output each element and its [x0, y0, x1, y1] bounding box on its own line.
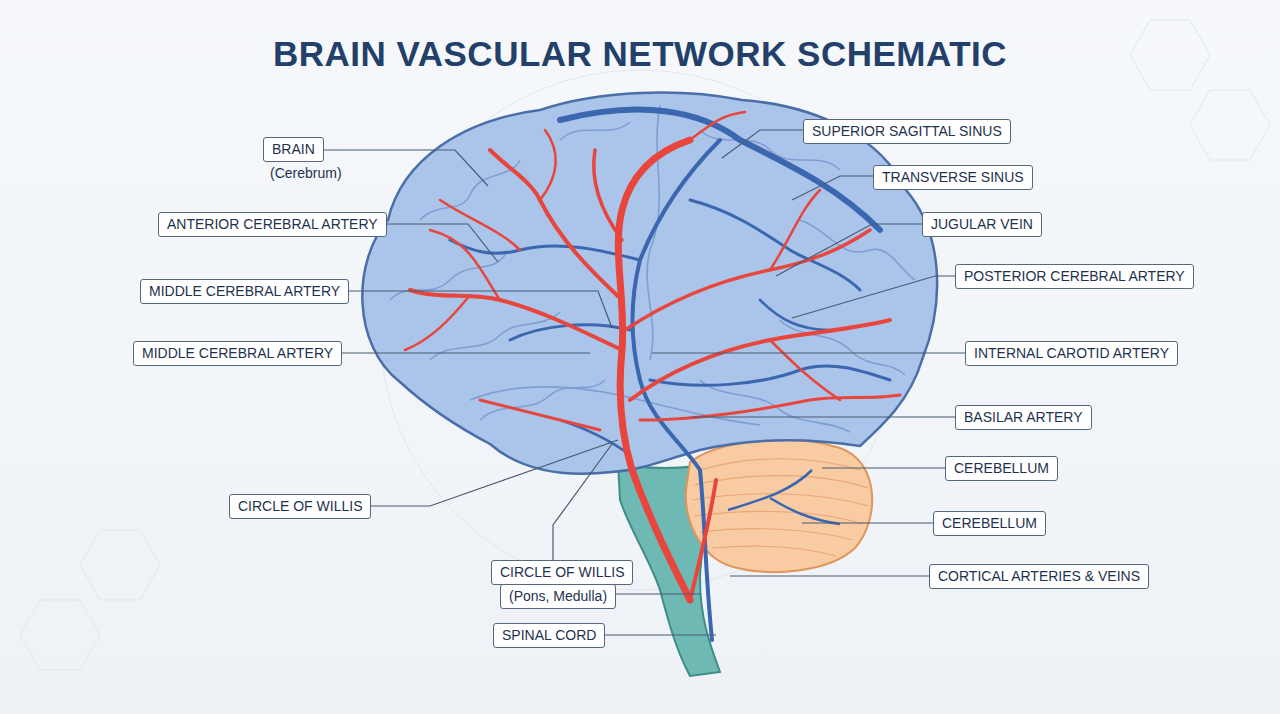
label-box: CORTICAL ARTERIES & VEINS	[929, 564, 1149, 589]
label-box: CIRCLE OF WILLIS	[229, 494, 371, 519]
basilar-artery	[690, 480, 716, 600]
hexagon	[20, 600, 100, 670]
cerebellar-vein	[728, 470, 840, 524]
label-box: ANTERIOR CEREBRAL ARTERY	[158, 212, 387, 237]
artery	[690, 112, 745, 140]
label-box: CEREBELLUM	[933, 511, 1046, 536]
artery	[594, 150, 622, 240]
artery	[405, 295, 470, 350]
artery	[410, 290, 622, 350]
artery	[430, 230, 500, 300]
label-text: ANTERIOR CEREBRAL ARTERY	[167, 216, 378, 233]
label-text: CORTICAL ARTERIES & VEINS	[938, 568, 1140, 585]
label-box: CEREBELLUM	[945, 456, 1058, 481]
lateral-sulcus	[470, 387, 760, 425]
leader-line	[323, 291, 612, 328]
arteries	[405, 112, 900, 600]
label-text: BRAIN	[272, 141, 315, 158]
folia	[700, 529, 852, 540]
artery	[630, 320, 890, 400]
leader-lines	[315, 130, 965, 635]
vein	[450, 240, 640, 260]
gyrus	[390, 255, 505, 300]
label-text: MIDDLE CEREBRAL ARTERY	[142, 345, 333, 362]
gyrus	[420, 160, 520, 220]
label-box: POSTERIOR CEREBRAL ARTERY	[955, 264, 1194, 289]
label-box: BASILAR ARTERY	[955, 405, 1092, 430]
label-text: SUPERIOR SAGITTAL SINUS	[812, 123, 1002, 140]
label-text: (Pons, Medulla)	[509, 588, 607, 605]
leader-line	[722, 130, 803, 158]
artery	[480, 400, 600, 430]
artery	[770, 340, 840, 400]
artery	[490, 150, 622, 300]
leader-line	[822, 467, 945, 468]
cerebellum	[686, 440, 872, 572]
leader-line	[614, 593, 700, 594]
folia	[712, 546, 836, 556]
hexagon	[1190, 90, 1270, 160]
vein	[690, 200, 860, 290]
label-text: POSTERIOR CEREBRAL ARTERY	[964, 268, 1185, 285]
hexagon	[1130, 20, 1210, 90]
label-text: BASILAR ARTERY	[964, 409, 1083, 426]
label-text: CEREBELLUM	[954, 460, 1049, 477]
label-box: JUGULAR VEIN	[922, 212, 1042, 237]
artery	[540, 130, 556, 200]
leader-line	[356, 440, 618, 506]
artery	[770, 190, 820, 270]
leader-line	[553, 444, 612, 561]
leader-line	[802, 522, 933, 523]
gyri	[390, 105, 915, 432]
background-hexagons	[20, 20, 1270, 670]
artery	[640, 395, 900, 420]
gyrus	[480, 380, 605, 420]
folia	[694, 476, 868, 488]
leader-line	[592, 634, 716, 635]
leader-line	[730, 575, 929, 576]
label-text: INTERNAL CAROTID ARTERY	[974, 345, 1169, 362]
gyrus	[560, 122, 630, 140]
leader-line	[652, 352, 965, 353]
gyrus	[800, 220, 915, 280]
label-box: INTERNAL CAROTID ARTERY	[965, 341, 1178, 366]
leader-line	[315, 352, 590, 353]
cerebellum-shape	[686, 440, 872, 572]
label-text: MIDDLE CEREBRAL ARTERY	[149, 283, 340, 300]
label-box: MIDDLE CEREBRAL ARTERY	[140, 279, 349, 304]
leader-line	[792, 176, 873, 200]
leader-line	[692, 416, 955, 417]
vein	[760, 300, 830, 330]
hexagon	[80, 530, 160, 600]
label-text: CIRCLE OF WILLIS	[238, 498, 362, 515]
sub-label: (Cerebrum)	[268, 165, 344, 182]
label-text: SPINAL CORD	[502, 627, 596, 644]
veins	[450, 110, 890, 640]
label-box: CIRCLE OF WILLIS	[491, 560, 633, 585]
label-box: (Pons, Medulla)	[500, 584, 616, 609]
label-box: BRAIN(Cerebrum)	[263, 137, 324, 162]
label-text: CEREBELLUM	[942, 515, 1037, 532]
label-box: SUPERIOR SAGITTAL SINUS	[803, 119, 1011, 144]
label-text: JUGULAR VEIN	[931, 216, 1033, 233]
label-text: TRANSVERSE SINUS	[882, 169, 1024, 186]
diagram-title: BRAIN VASCULAR NETWORK SCHEMATIC	[0, 34, 1280, 74]
leader-line	[776, 224, 922, 276]
label-box: SPINAL CORD	[493, 623, 605, 648]
artery	[440, 200, 520, 250]
folia	[694, 511, 862, 524]
label-box: TRANSVERSE SINUS	[873, 165, 1033, 190]
label-text: CIRCLE OF WILLIS	[500, 564, 624, 581]
label-box: MIDDLE CEREBRAL ARTERY	[133, 341, 342, 366]
leader-line	[792, 276, 955, 318]
